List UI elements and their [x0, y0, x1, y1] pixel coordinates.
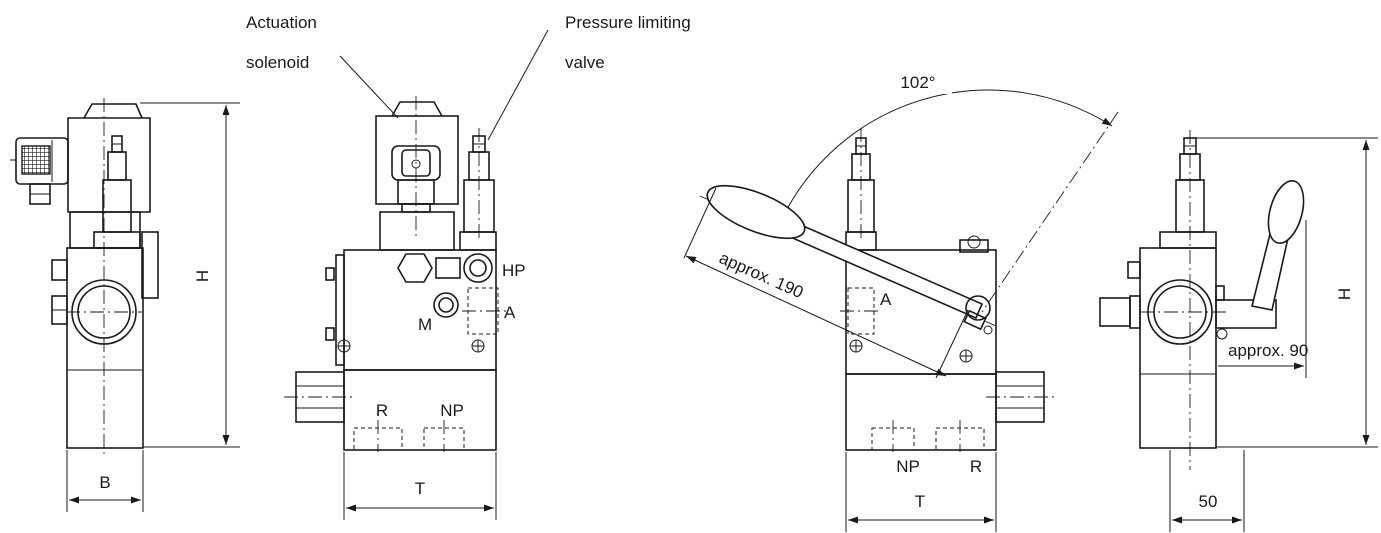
height-dimension-label: H	[193, 270, 212, 282]
connector-grid	[21, 145, 51, 175]
port-hp-label: HP	[502, 261, 526, 280]
pressure-valve-label-line2: valve	[565, 53, 605, 72]
height-dimension-label-lever: H	[1335, 288, 1354, 300]
lever-offset-label: approx. 90	[1228, 341, 1308, 360]
width-dimension-label: B	[99, 473, 110, 492]
port-np-label: NP	[440, 401, 464, 420]
lever-length-label: approx. 190	[716, 248, 806, 302]
depth-dimension-label-lever: T	[915, 492, 925, 511]
pressure-valve-label-line1: Pressure limiting	[565, 13, 691, 32]
port-a-label: A	[504, 303, 516, 322]
depth-dimension-label-front: T	[415, 479, 425, 498]
side-view-hand-lever: approx. 90 H 50	[1099, 130, 1378, 532]
actuation-solenoid-label-line1: Actuation	[246, 13, 317, 32]
front-view-hand-lever: 102° NP R A	[683, 70, 1119, 532]
lever-angle-label: 102°	[900, 73, 935, 92]
actuation-solenoid-label-line2: solenoid	[246, 53, 309, 72]
port-np-label-lever: NP	[896, 457, 920, 476]
fifty-dimension-label: 50	[1199, 492, 1218, 511]
port-m-label: M	[418, 315, 432, 334]
port-r-label-lever: R	[970, 457, 982, 476]
port-r-label: R	[376, 401, 388, 420]
port-a-label-lever: A	[880, 290, 892, 309]
side-view-solenoid: H B	[10, 98, 240, 512]
front-view-solenoid: Actuation solenoid Pressure limiting val…	[246, 13, 691, 520]
